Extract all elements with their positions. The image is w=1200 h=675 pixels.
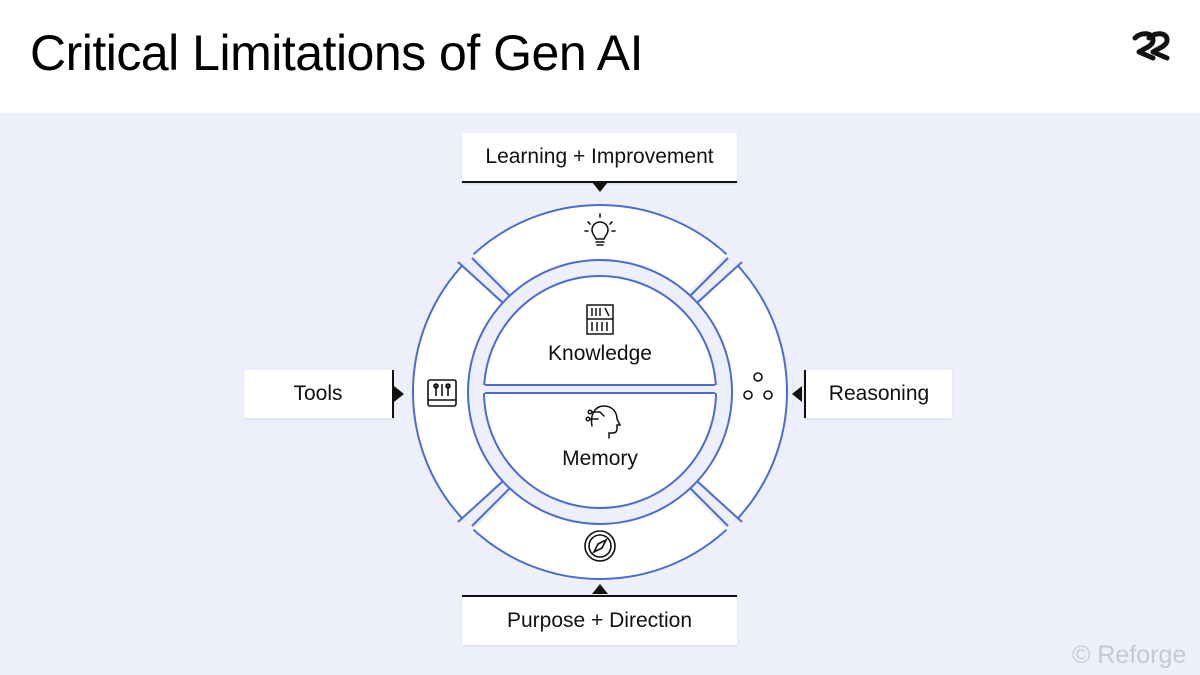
watermark: © Reforge [1072, 641, 1187, 669]
pointer-bottom [592, 584, 608, 594]
core-divider [482, 385, 718, 393]
toolbox-icon [427, 379, 457, 407]
pointer-top [592, 182, 608, 192]
bookshelf-icon [586, 304, 614, 335]
callout-purpose-direction: Purpose + Direction [462, 595, 737, 645]
callout-tools: Tools [244, 370, 394, 418]
header: Critical Limitations of Gen AI [0, 0, 1200, 113]
callout-reasoning: Reasoning [804, 370, 952, 418]
core-label-knowledge: Knowledge [548, 342, 652, 365]
core-label-memory: Memory [562, 447, 638, 470]
compass-icon [584, 530, 616, 562]
page-title: Critical Limitations of Gen AI [30, 25, 644, 81]
three-circles-icon [743, 372, 773, 400]
lightbulb-icon [584, 213, 616, 246]
pointer-left [394, 386, 404, 402]
pointer-right [792, 386, 802, 402]
head-circuit-icon [585, 405, 622, 439]
callout-learning-improvement: Learning + Improvement [462, 133, 737, 183]
reforge-logo-icon [1132, 31, 1170, 61]
